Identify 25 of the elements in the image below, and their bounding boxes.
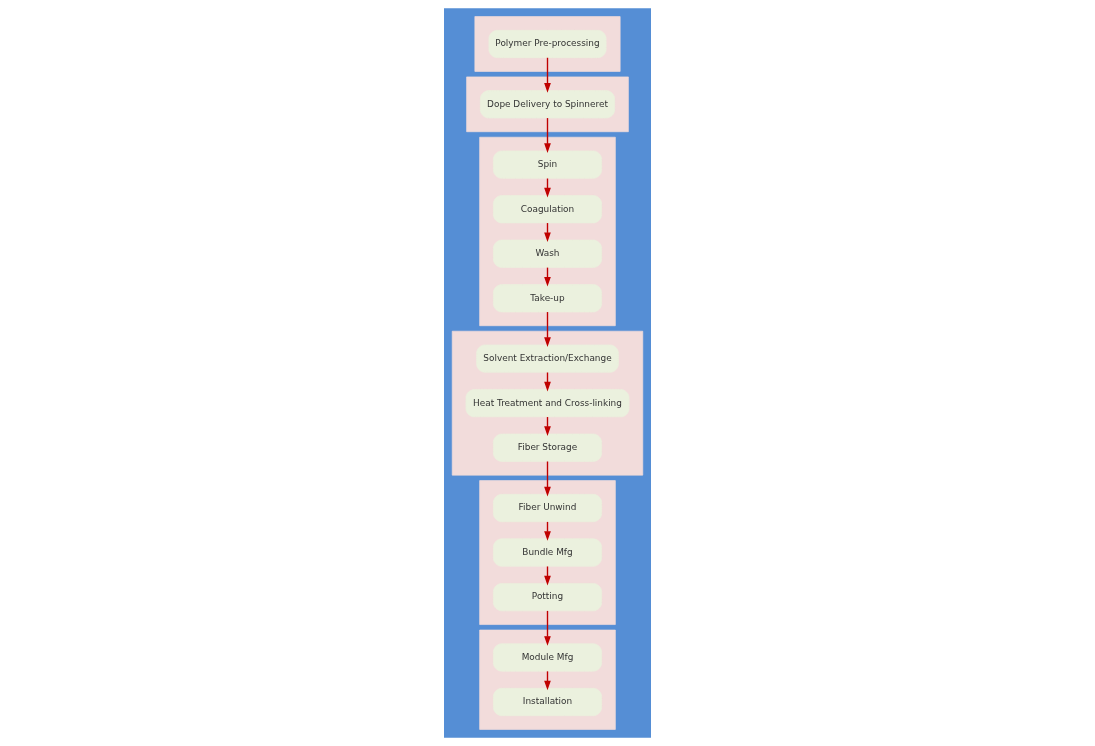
cluster xyxy=(474,16,621,72)
node-box: Coagulation xyxy=(493,195,602,224)
node-box: Take-up xyxy=(493,284,602,313)
node-box: Polymer Pre-processing xyxy=(488,29,607,59)
node-box: Heat Treatment and Cross-linking xyxy=(465,389,630,418)
node-box: Installation xyxy=(493,687,602,717)
arrow xyxy=(544,57,551,93)
arrow xyxy=(544,610,551,646)
node-box: Dope Delivery to Spinneret xyxy=(480,90,615,119)
node-box: Fiber Unwind xyxy=(493,493,602,523)
node-box: Solvent Extraction/Exchange xyxy=(476,344,619,373)
cluster xyxy=(479,136,616,327)
cluster xyxy=(466,76,629,133)
node-box: Bundle Mfg xyxy=(493,538,602,567)
cluster xyxy=(479,480,616,625)
arrow xyxy=(544,460,551,497)
node-box: Fiber Storage xyxy=(493,433,602,462)
node-box: Potting xyxy=(493,583,602,612)
node-box: Wash xyxy=(493,239,602,268)
node-box: Spin xyxy=(493,150,602,179)
cluster xyxy=(451,330,644,476)
arrow xyxy=(544,311,551,347)
node-box: Module Mfg xyxy=(493,643,602,672)
arrow xyxy=(544,117,551,153)
cluster xyxy=(479,629,616,730)
